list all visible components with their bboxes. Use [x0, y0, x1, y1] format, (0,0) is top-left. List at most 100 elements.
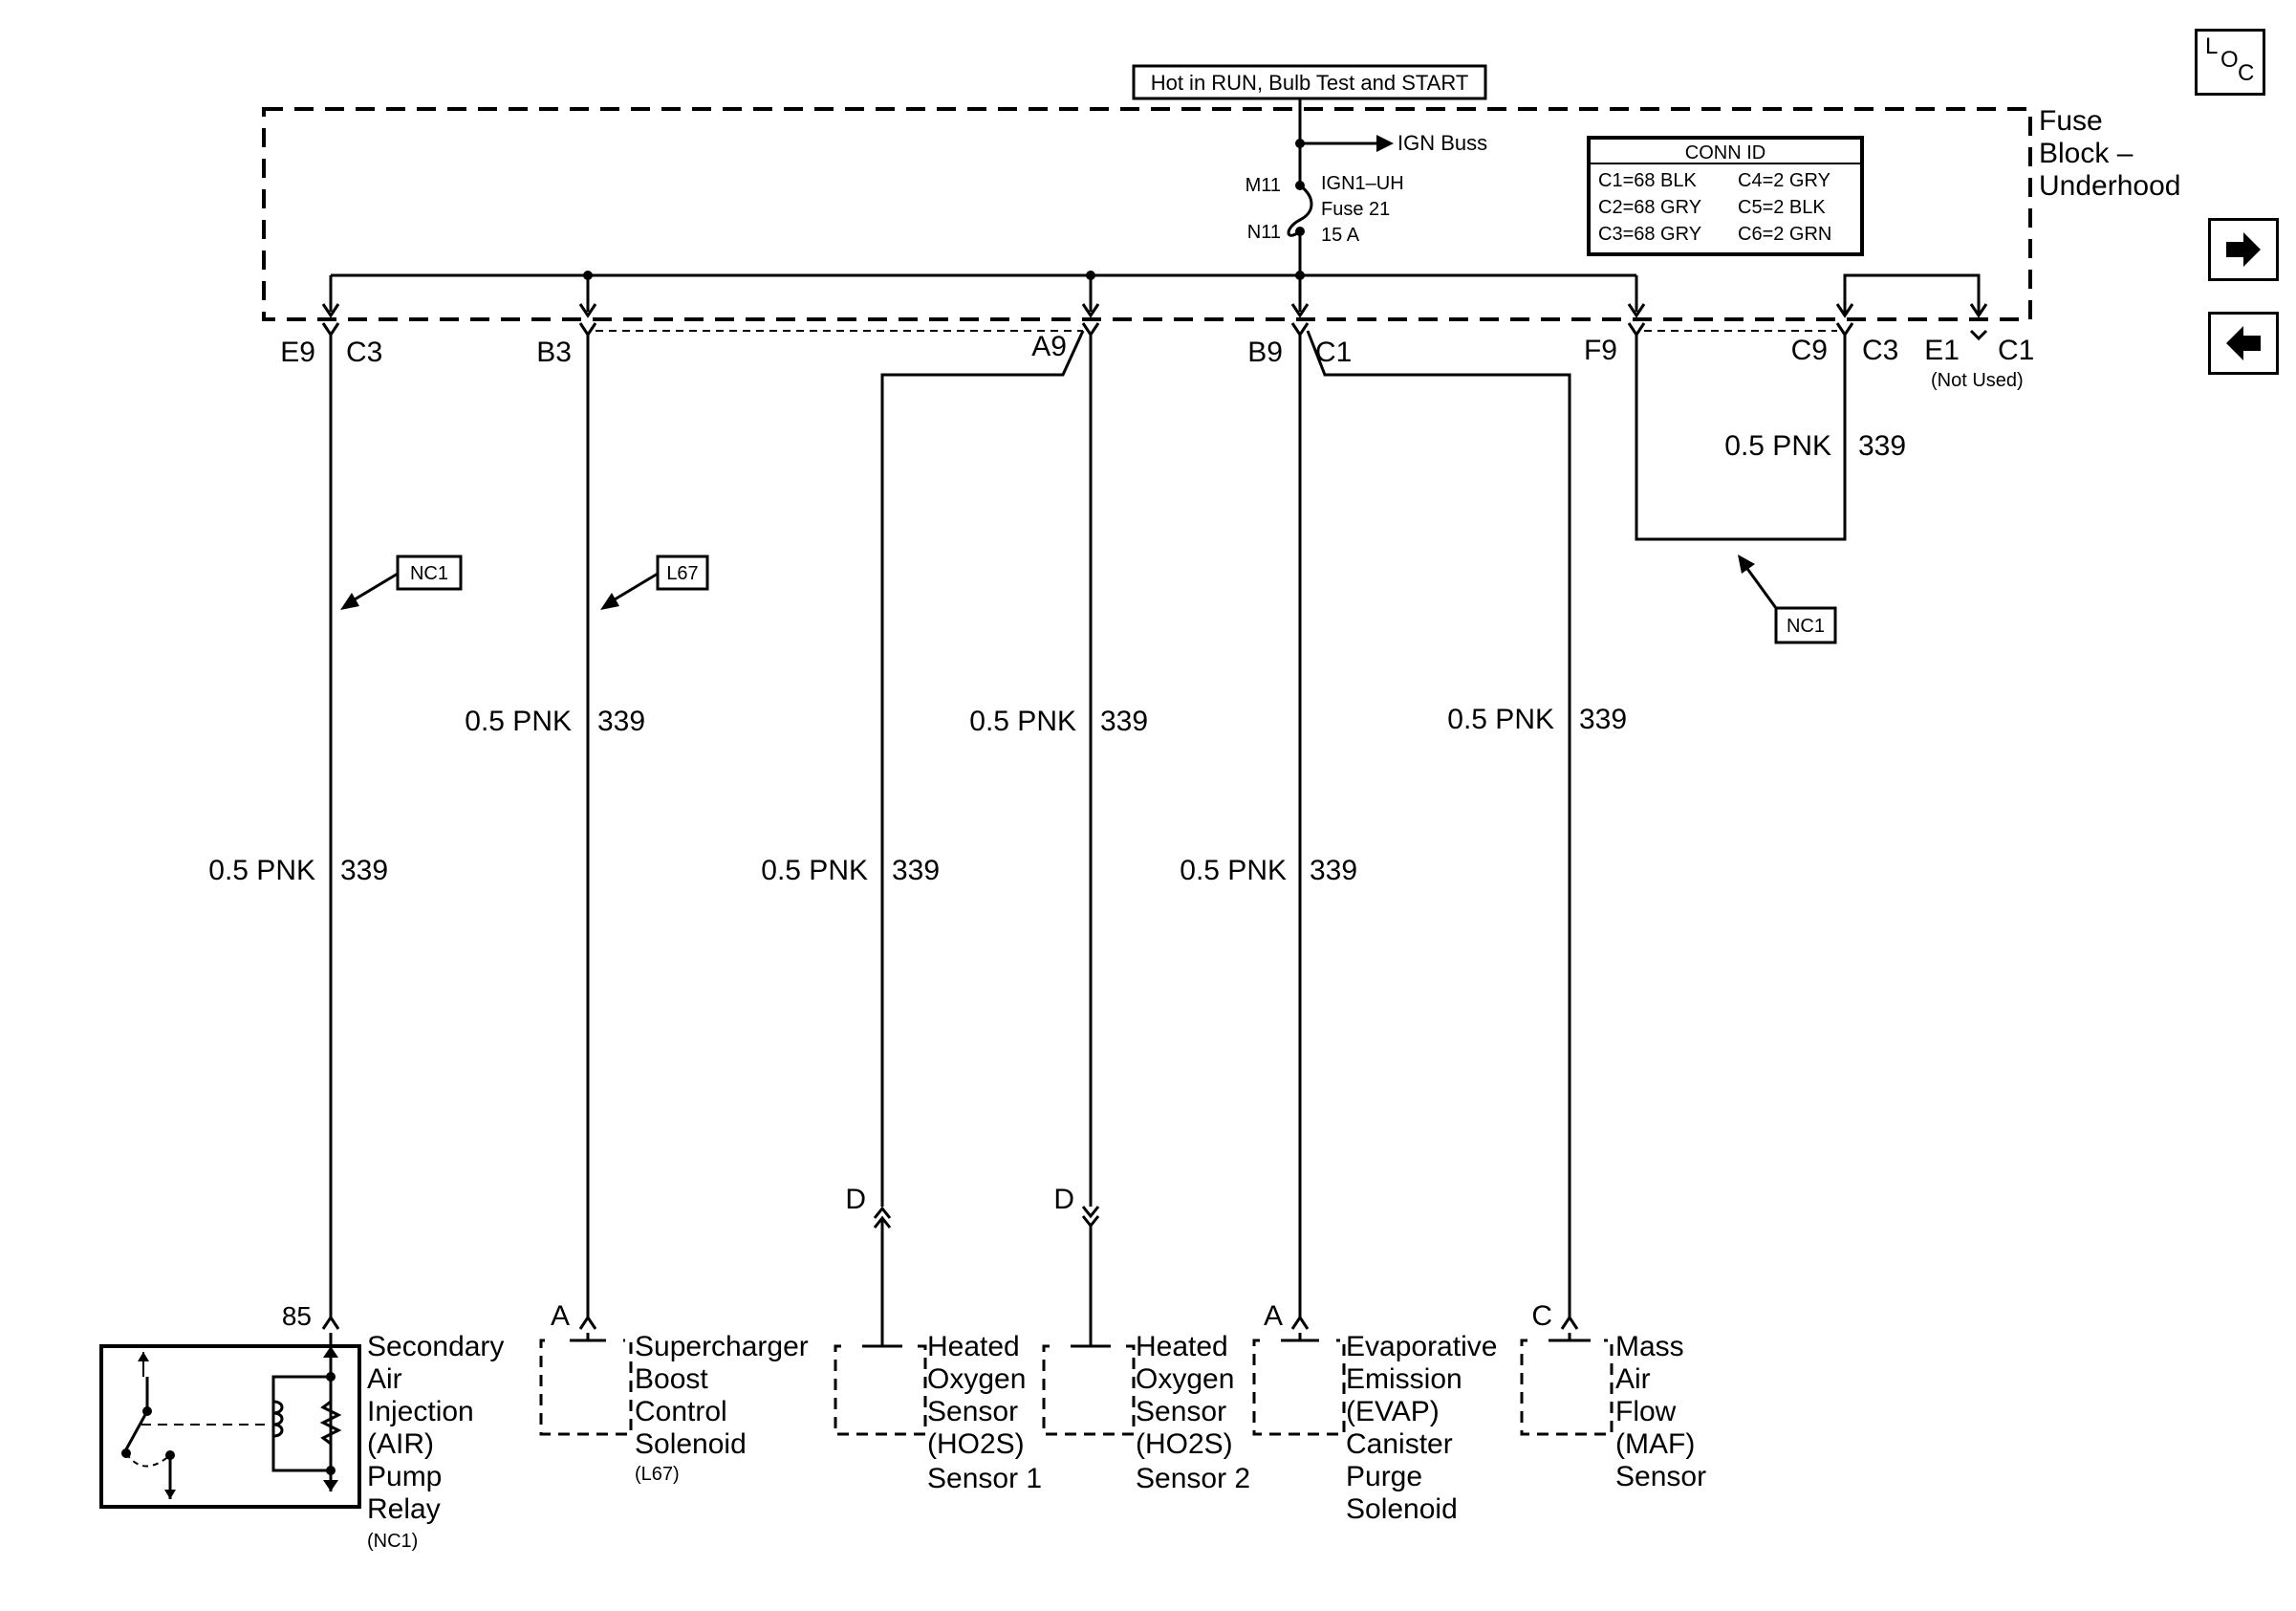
next-page-button[interactable] — [2208, 218, 2279, 281]
bus-drops — [321, 275, 1988, 318]
svg-text:C: C — [1531, 1300, 1552, 1332]
nc1-left-arrow-icon — [340, 593, 359, 610]
svg-text:(HO2S): (HO2S) — [927, 1428, 1025, 1460]
ho2s1-label: Heated Oxygen Sensor (HO2S) Sensor 1 — [927, 1331, 1042, 1494]
maf-sensor — [1520, 1333, 1614, 1436]
fuse-block-label-3: Underhood — [2039, 170, 2180, 202]
jumper-gauge: 0.5 PNK — [1724, 430, 1831, 462]
locator-button[interactable]: L O C — [2195, 29, 2265, 96]
relay-resistor-icon — [319, 1400, 342, 1446]
svg-text:Mass: Mass — [1615, 1331, 1684, 1362]
evap-label: Evaporative Emission (EVAP) Canister Pur… — [1346, 1331, 1497, 1525]
svg-text:Control: Control — [635, 1396, 727, 1427]
relay-coil-icon — [272, 1400, 284, 1438]
svg-text:A: A — [551, 1300, 570, 1332]
ign-buss-arrow-icon — [1376, 135, 1394, 152]
option-tag-l67: L67 — [600, 555, 709, 610]
svg-text:(EVAP): (EVAP) — [1346, 1396, 1440, 1427]
svg-text:Oxygen: Oxygen — [1136, 1363, 1234, 1395]
wire-ho2s2-gauge: 0.5 PNK — [969, 706, 1076, 737]
svg-text:Canister: Canister — [1346, 1428, 1453, 1460]
air-pump-relay — [99, 1333, 361, 1509]
wire-ho2s2-circuit: 339 — [1100, 706, 1148, 737]
wire-maf — [1306, 330, 1571, 1317]
pin-a9: A9 — [1031, 331, 1067, 362]
fuse-21-icon — [1287, 184, 1313, 237]
wire-ho2s1-gauge: 0.5 PNK — [761, 855, 868, 886]
maf-label: Mass Air Flow (MAF) Sensor — [1615, 1331, 1706, 1492]
fuse-rating: 15 A — [1321, 225, 1360, 246]
svg-text:D: D — [845, 1184, 866, 1215]
header-label: Hot in RUN, Bulb Test and START — [1151, 71, 1469, 95]
svg-text:Air: Air — [367, 1363, 402, 1395]
svg-text:Heated: Heated — [1136, 1331, 1228, 1362]
pin-c1-right: C1 — [1998, 335, 2034, 366]
svg-text:(MAF): (MAF) — [1615, 1428, 1695, 1460]
loc-c: C — [2238, 60, 2255, 86]
fuse-n11: N11 — [1247, 222, 1281, 243]
pin-e9: E9 — [280, 337, 315, 368]
svg-text:Boost: Boost — [635, 1363, 708, 1395]
jumper-f9-c9 — [1635, 335, 1847, 541]
fuse-name: IGN1–UH — [1321, 173, 1404, 194]
wire-ho2s1 — [880, 330, 1085, 1207]
svg-text:NC1: NC1 — [410, 563, 448, 584]
svg-text:Solenoid: Solenoid — [635, 1428, 747, 1460]
loc-o: O — [2220, 47, 2239, 73]
wire-air-relay-gauge: 0.5 PNK — [208, 855, 315, 886]
svg-text:Relay: Relay — [367, 1493, 441, 1525]
prev-page-button[interactable] — [2208, 312, 2279, 375]
pin-c3-left: C3 — [346, 337, 382, 368]
fuse-m11: M11 — [1245, 175, 1281, 196]
pin-f9: F9 — [1584, 335, 1617, 366]
header-box — [1132, 64, 1487, 100]
component-connectors: 85 A A C — [282, 1300, 1579, 1332]
conn-id-table: CONN ID C1=68 BLK C4=2 GRY C2=68 GRY C5=… — [1587, 136, 1864, 256]
option-tag-nc1-right: NC1 — [1738, 555, 1837, 644]
svg-text:Air: Air — [1615, 1363, 1651, 1395]
supercharger-label: Supercharger Boost Control Solenoid — [635, 1331, 809, 1460]
wire-maf-circuit: 339 — [1579, 704, 1627, 735]
ho2s2-label: Heated Oxygen Sensor (HO2S) Sensor 2 — [1136, 1331, 1250, 1494]
ho2s2-sensor — [1042, 1344, 1136, 1436]
conn-id-c4: C4=2 GRY — [1738, 170, 1830, 191]
nc1-right-arrow-icon — [1738, 555, 1755, 574]
svg-text:Solenoid: Solenoid — [1346, 1493, 1458, 1525]
ign-buss-label: IGN Buss — [1397, 131, 1487, 155]
pin-b9: B9 — [1247, 337, 1283, 368]
pin-c3-right: C3 — [1862, 335, 1898, 366]
evap-solenoid — [1252, 1333, 1346, 1436]
svg-text:Sensor: Sensor — [1615, 1461, 1706, 1492]
svg-text:(HO2S): (HO2S) — [1136, 1428, 1233, 1460]
svg-text:Evaporative: Evaporative — [1346, 1331, 1497, 1362]
svg-text:Pump: Pump — [367, 1461, 442, 1492]
inline-connector-ho2s1: D — [845, 1184, 892, 1346]
conn-id-c5: C5=2 BLK — [1738, 197, 1826, 218]
loc-l: L — [2205, 33, 2219, 59]
svg-text:Flow: Flow — [1615, 1396, 1677, 1427]
fuse-number: Fuse 21 — [1321, 199, 1390, 220]
wire-air-relay-circuit: 339 — [340, 855, 388, 886]
option-tag-nc1-left: NC1 — [340, 555, 463, 610]
conn-id-c2: C2=68 GRY — [1598, 197, 1701, 218]
pin-b3: B3 — [536, 337, 572, 368]
wire-maf-gauge: 0.5 PNK — [1447, 704, 1554, 735]
svg-text:Sensor: Sensor — [1136, 1396, 1226, 1427]
pin-not-used: (Not Used) — [1931, 370, 2024, 391]
jumper-circuit: 339 — [1858, 430, 1906, 462]
wire-evap-circuit: 339 — [1310, 855, 1357, 886]
svg-text:D: D — [1053, 1184, 1074, 1215]
wire-ho2s1-circuit: 339 — [892, 855, 940, 886]
conn-id-title: CONN ID — [1685, 142, 1765, 163]
svg-text:L67: L67 — [666, 563, 698, 584]
svg-text:Sensor 2: Sensor 2 — [1136, 1463, 1250, 1494]
pin-e1: E1 — [1924, 335, 1960, 366]
svg-text:Emission: Emission — [1346, 1363, 1462, 1395]
arrow-left-icon — [2226, 326, 2261, 360]
conn-id-c6: C6=2 GRN — [1738, 224, 1831, 245]
svg-text:Secondary: Secondary — [367, 1331, 504, 1362]
air-relay-label: Secondary Air Injection (AIR) Pump Relay — [367, 1331, 504, 1525]
wire-supercharger-circuit: 339 — [597, 706, 645, 737]
conn-id-c1: C1=68 BLK — [1598, 170, 1698, 191]
